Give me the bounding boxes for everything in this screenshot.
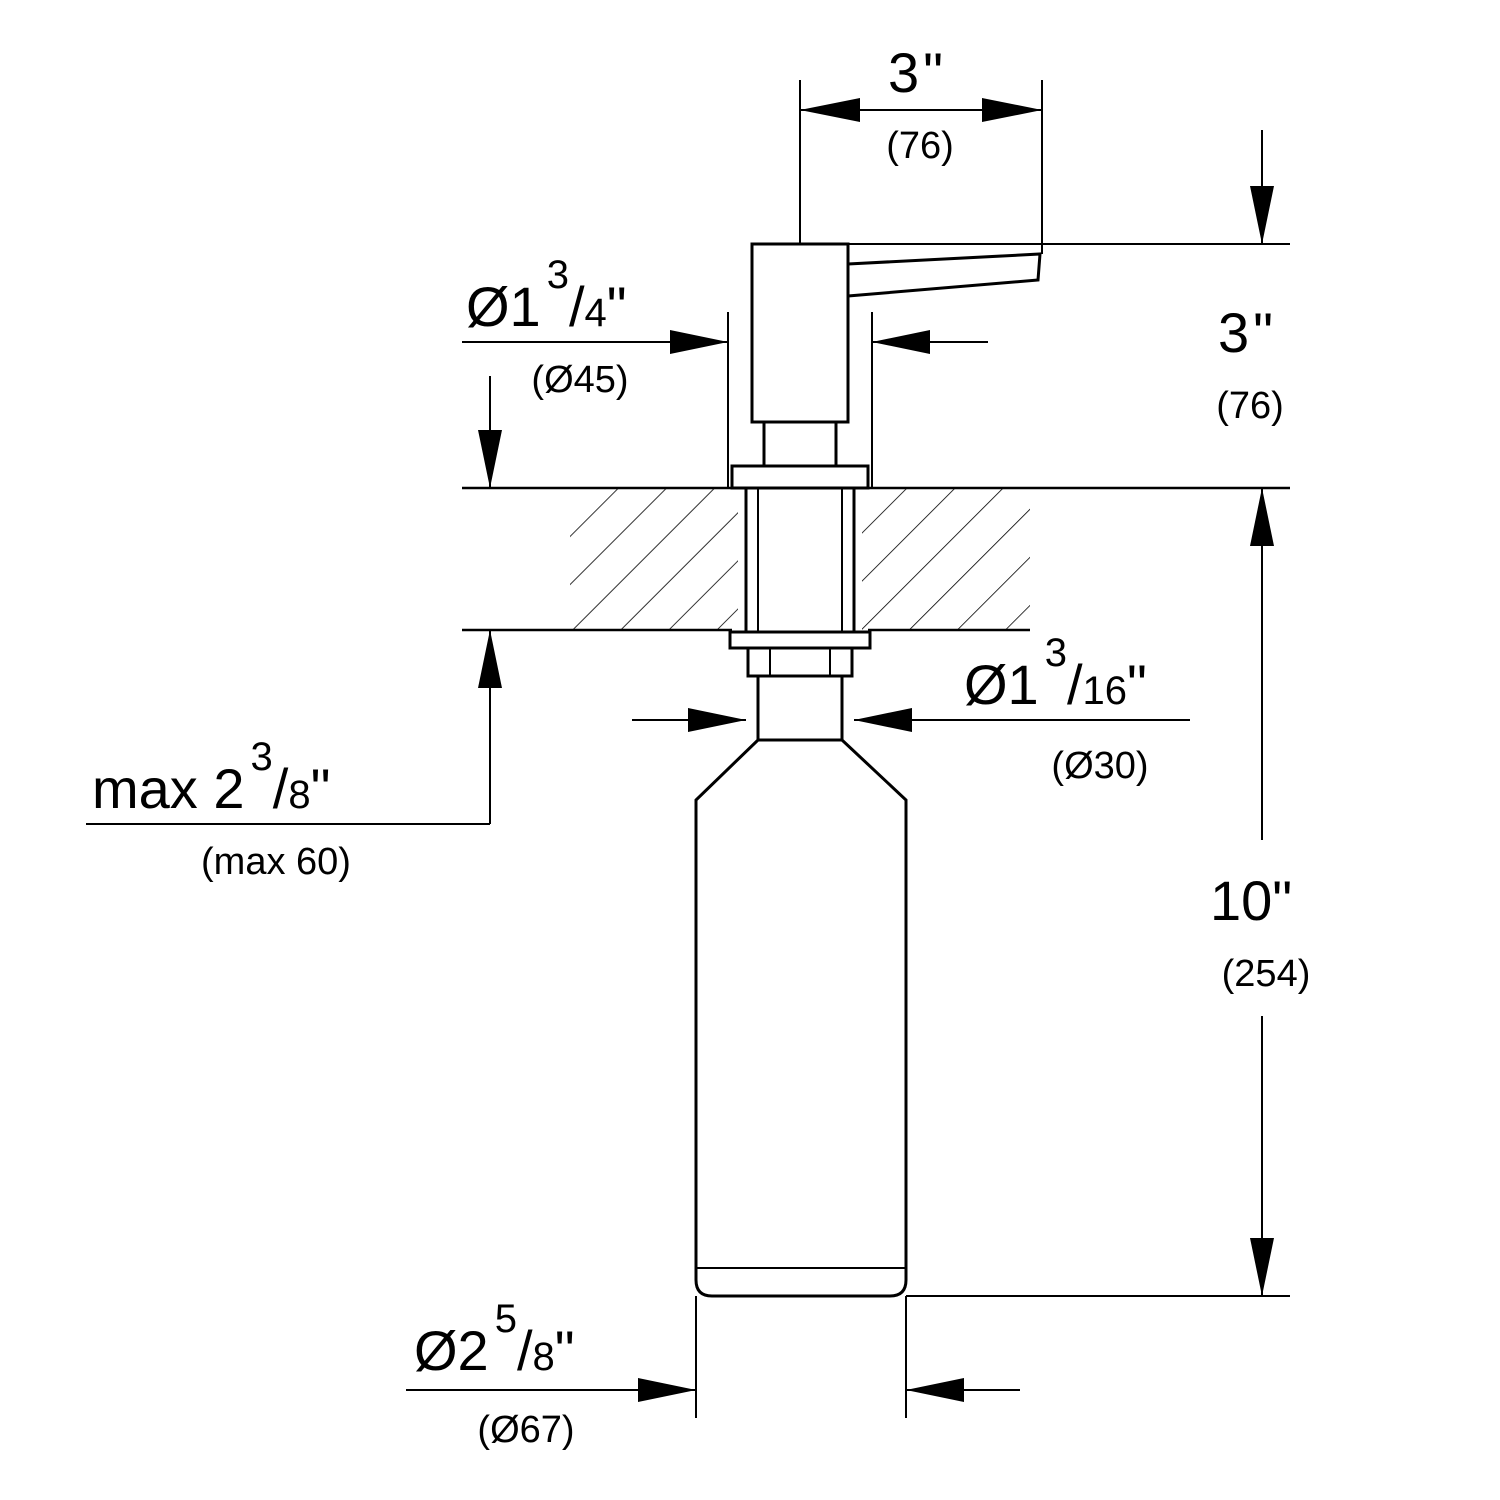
bottle-neck <box>756 674 844 742</box>
below-length-inch: 10" <box>1210 869 1292 932</box>
dim-head-height: 3" (76) <box>848 130 1290 427</box>
spout-length-mm: (76) <box>886 125 954 167</box>
pump-neck <box>762 420 838 468</box>
mounting-nut <box>746 646 854 678</box>
max-thickness-mm: (max 60) <box>201 841 351 883</box>
head-height-mm: (76) <box>1216 385 1284 427</box>
top-flange <box>730 464 870 490</box>
below-length-mm: (254) <box>1222 953 1311 995</box>
pump-head <box>750 242 850 424</box>
spout <box>847 252 1042 298</box>
shank-diameter-mm: (Ø30) <box>1051 745 1148 787</box>
head-diameter-mm: (Ø45) <box>531 359 628 401</box>
dim-below-length: 10" (254) <box>906 488 1311 1297</box>
bottle <box>694 738 908 1298</box>
countertop <box>462 486 1290 632</box>
bottle-diameter-mm: (Ø67) <box>477 1409 574 1451</box>
head-height-inch: 3" <box>1218 301 1273 364</box>
lower-washer <box>728 630 872 650</box>
dispenser <box>694 242 1042 1298</box>
dim-spout-length: 3" (76) <box>799 41 1043 254</box>
countertop-hole <box>738 486 862 632</box>
spout-length-inch: 3" <box>888 41 943 104</box>
